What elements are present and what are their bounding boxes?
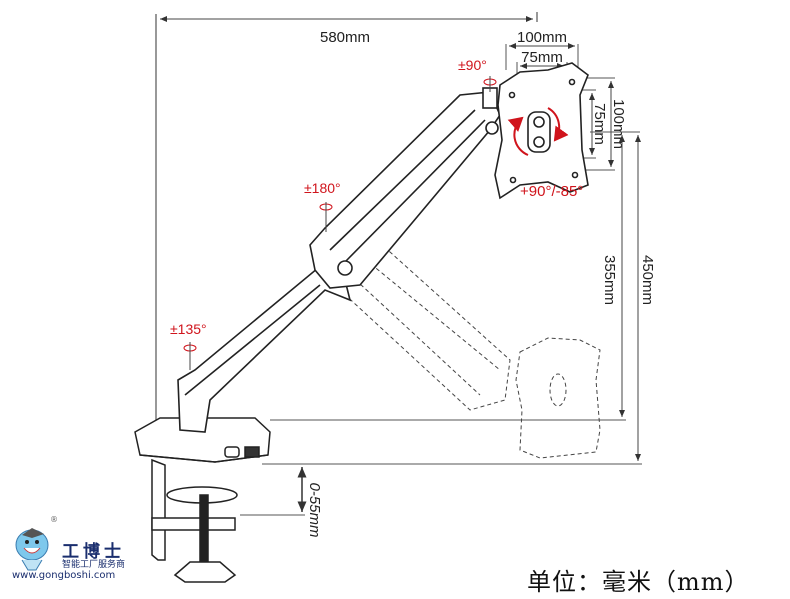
monitor-arm [177, 87, 501, 433]
lower-height-label: 355mm [601, 255, 618, 305]
unit-label: 单位：毫米（mm） [527, 568, 750, 596]
elbow-swivel-label: ±180° [304, 180, 341, 196]
clamp-range-dimension: 0-55mm [240, 467, 323, 538]
vesa-plate [494, 62, 589, 200]
reach-label: 580mm [320, 29, 370, 46]
height-dimensions: 355mm 450mm [262, 131, 656, 465]
rotation-markers: ±135° ±180° ±90° +90°/-85° [170, 57, 583, 370]
clamp-range-label: 0-55mm [306, 482, 323, 537]
head-swivel-label: ±90° [458, 57, 487, 73]
vesa-inner-height-label: 75mm [591, 103, 608, 145]
registered-mark: ® [50, 515, 58, 524]
desk-clamp [134, 417, 271, 583]
reach-dimension: 580mm [155, 12, 538, 430]
vesa-outer-width-label: 100mm [517, 29, 567, 46]
watermark-tagline: 智能工厂服务商 [62, 560, 126, 570]
max-height-label: 450mm [639, 255, 656, 305]
mascot-logo-icon [15, 528, 49, 571]
vesa-inner-width-label: 75mm [521, 49, 563, 66]
base-swivel-label: ±135° [170, 321, 207, 337]
watermark-url: www.gongboshi.com [12, 570, 116, 581]
vesa-outer-height-label: 100mm [610, 99, 627, 149]
tilt-rotation-icon [507, 107, 569, 156]
watermark-brand: 工博士 [62, 542, 125, 562]
vesa-height-dimensions: 75mm 100mm [578, 77, 627, 171]
tilt-label: +90°/-85° [520, 183, 583, 200]
